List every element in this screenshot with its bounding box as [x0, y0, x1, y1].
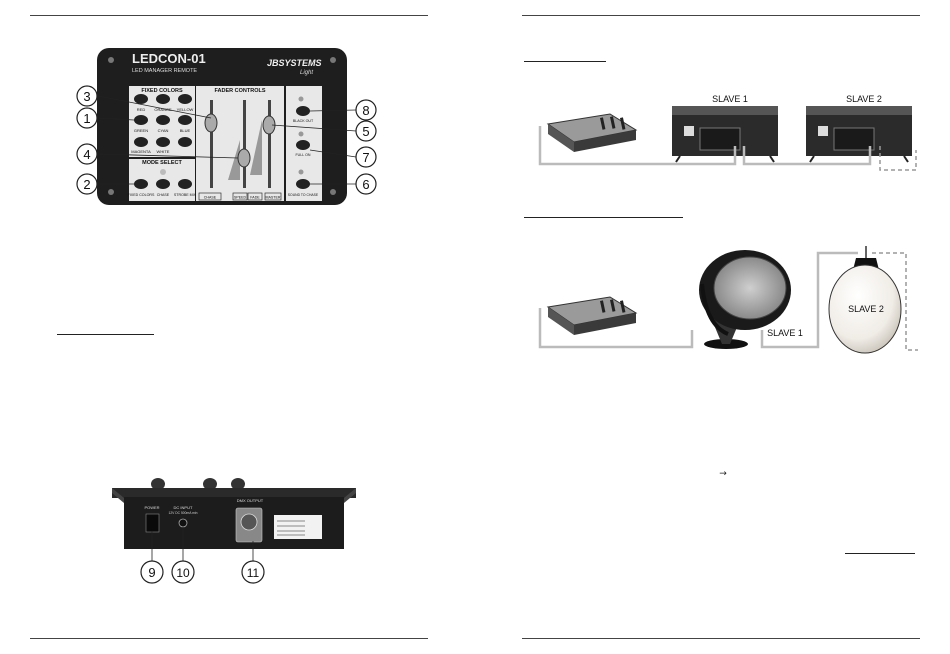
dc-input-label: DC INPUT: [174, 505, 193, 510]
fixed-colors-mode-label: FIXED COLORS: [128, 193, 155, 197]
connection-diagram-2: SLAVE 1 SLAVE 2: [538, 246, 918, 354]
white-button[interactable]: [156, 137, 170, 147]
callout-2: 2: [83, 177, 90, 192]
callout-3: 3: [83, 89, 90, 104]
front-callouts: [97, 95, 357, 185]
callout-7: 7: [362, 150, 369, 165]
callout-8: 8: [362, 103, 369, 118]
callout-4: 4: [83, 147, 90, 162]
red-button[interactable]: [134, 94, 148, 104]
callout-1: 1: [83, 111, 90, 126]
sound-to-chase-label: SOUND TO CHASE: [288, 193, 319, 197]
dc-input-spec: 12V DC 500mA min: [169, 511, 198, 515]
fixed-colors-title: FIXED COLORS: [141, 88, 183, 94]
sound-to-chase-button[interactable]: [296, 179, 310, 189]
green-label: GREEN: [134, 128, 148, 133]
left-heading-underline: [57, 334, 154, 335]
arrow-glyph: →: [719, 469, 727, 479]
full-on-label: FULL ON: [295, 153, 310, 157]
strobe-mix-mode-button[interactable]: [178, 179, 192, 189]
controller-rear-panel: POWER DC INPUT 12V DC 500mA min DMX OUTP…: [112, 478, 356, 549]
diagram2-controller: [546, 296, 638, 335]
full-on-led: [298, 131, 304, 137]
diagram1-slave2-label: SLAVE 2: [846, 94, 882, 104]
callout-11: 11: [247, 566, 260, 580]
fade-fader-label: FADE: [250, 196, 260, 200]
controller-subtitle: LED MANAGER REMOTE: [132, 68, 197, 74]
rear-callouts: [151, 527, 254, 561]
right-page-top-rule: [522, 15, 920, 16]
power-label: POWER: [144, 505, 159, 510]
blue-label: BLUE: [180, 128, 191, 133]
cyan-button[interactable]: [156, 115, 170, 125]
chase-mode-button[interactable]: [156, 179, 170, 189]
speed-fader-label: SPEED: [234, 196, 247, 200]
diagram2-slave2-label: SLAVE 2: [848, 304, 884, 314]
jbsystems-logo-sub: Light: [300, 70, 313, 76]
red-label: RED: [137, 107, 146, 112]
fixed-colors-mode-button[interactable]: [134, 179, 148, 189]
diagram2-led-spot: [699, 250, 791, 349]
right-heading-underline-1: [524, 61, 606, 62]
master-fader-label: MASTER: [266, 196, 281, 200]
mode-select-title: MODE SELECT: [142, 160, 182, 166]
right-heading-underline-2: [524, 217, 683, 218]
callout-5: 5: [362, 124, 369, 139]
strobe-mix-mode-label: STROBE MIX: [174, 193, 197, 197]
controller-brand: LEDCON-01: [132, 51, 206, 66]
jbsystems-logo: JBSYSTEMS: [267, 58, 322, 68]
callout-6: 6: [362, 177, 369, 192]
full-on-button[interactable]: [296, 140, 310, 150]
green-button[interactable]: [134, 115, 148, 125]
diagram1-controller: [546, 113, 638, 152]
power-switch[interactable]: [145, 513, 160, 533]
white-label: WHITE: [157, 149, 170, 154]
callout-circles-front: 3 1 4 2 8 5 7 6: [76, 85, 377, 195]
extra-color-button[interactable]: [178, 137, 192, 147]
callout-10: 10: [176, 566, 190, 580]
chase-mode-label: CHASE: [157, 193, 170, 197]
orange-button[interactable]: [156, 94, 170, 104]
fader-controls-title: FADER CONTROLS: [214, 88, 265, 94]
fader-section: CHASE SPEED FADE MASTER: [198, 100, 282, 201]
fixed-color-buttons: RED ORANGE YELLOW GREEN CYAN BLUE MAGENT…: [131, 94, 194, 154]
blackout-led: [298, 96, 304, 102]
blue-button[interactable]: [178, 115, 192, 125]
diagram1-slave1: [672, 106, 778, 163]
speed-fader-knob[interactable]: [237, 148, 251, 168]
dc-input-jack[interactable]: [178, 518, 188, 528]
diagram1-slave1-label: SLAVE 1: [712, 94, 748, 104]
chase-fader-knob[interactable]: [204, 113, 218, 133]
yellow-label: YELLOW: [177, 107, 194, 112]
blackout-label: BLACK OUT: [293, 119, 314, 123]
left-page-bottom-rule: [30, 638, 428, 639]
mode-led: [160, 169, 166, 175]
diagram2-sphere: [828, 246, 902, 354]
magenta-label: MAGENTA: [131, 149, 151, 154]
diagram2-slave1-label: SLAVE 1: [767, 328, 803, 338]
sound-led: [298, 169, 304, 175]
diagram1-slave2: [806, 106, 912, 163]
right-heading-underline-3: [845, 553, 915, 554]
orange-label: ORANGE: [154, 107, 172, 112]
magenta-button[interactable]: [134, 137, 148, 147]
dmx-output-label: DMX OUTPUT: [237, 498, 264, 503]
controller-front-panel: LEDCON-01 LED MANAGER REMOTE JBSYSTEMS L…: [97, 48, 347, 205]
chase-fader-label: CHASE: [204, 196, 217, 200]
connection-diagram-1: SLAVE 1 SLAVE 2: [538, 94, 917, 171]
right-page-bottom-rule: [522, 638, 920, 639]
callout-circles-rear: 9 10 11: [140, 560, 265, 584]
cyan-label: CYAN: [158, 128, 169, 133]
left-page-top-rule: [30, 15, 428, 16]
yellow-button[interactable]: [178, 94, 192, 104]
blackout-button[interactable]: [296, 106, 310, 116]
callout-9: 9: [148, 565, 155, 580]
